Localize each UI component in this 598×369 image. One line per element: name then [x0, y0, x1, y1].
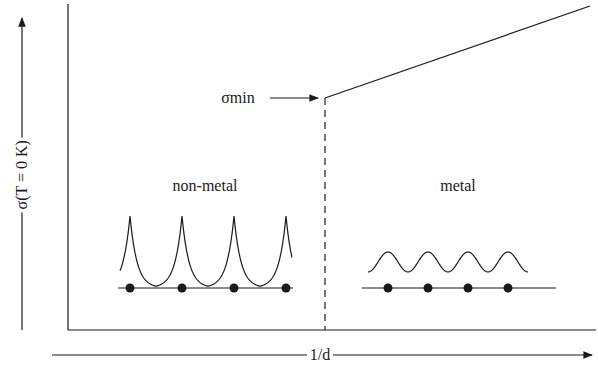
x-axis-label: 1/d	[307, 346, 333, 364]
sigma-min-label: σmin	[218, 89, 258, 107]
atom-dot	[384, 284, 393, 293]
atom-dot	[178, 284, 187, 293]
atom-dot	[282, 284, 291, 293]
extended-wavefunction	[368, 252, 528, 272]
localized-wavefunction	[120, 216, 292, 286]
region-label: non-metal	[170, 177, 241, 195]
atom-dot	[230, 284, 239, 293]
atom-dot	[424, 284, 433, 293]
atom-dot	[464, 284, 473, 293]
transition-line	[324, 98, 325, 330]
sigma-min-arrow	[270, 97, 318, 98]
nonmetal-baseline	[118, 287, 293, 288]
atom-dot	[504, 284, 513, 293]
atom-dot	[126, 284, 135, 293]
plot-frame-bottom	[68, 329, 596, 330]
plot-frame-left	[67, 4, 68, 330]
y-axis-label: σ(T = 0 K)	[13, 137, 31, 212]
region-label: metal	[437, 177, 479, 195]
conductivity-line	[325, 6, 590, 98]
